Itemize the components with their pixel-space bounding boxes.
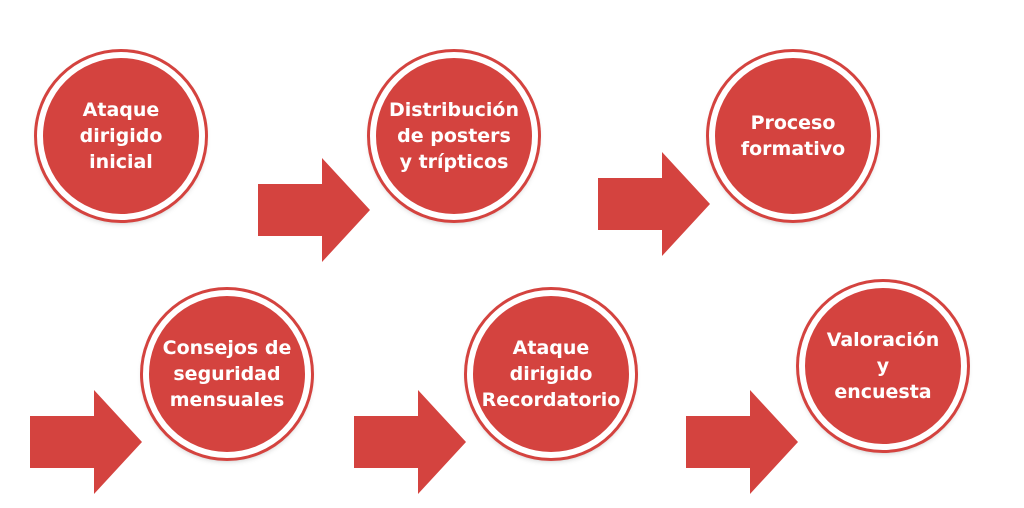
step-circle-6: Valoración y encuesta xyxy=(799,282,967,450)
step-label-4: Consejos de seguridad mensuales xyxy=(162,337,292,411)
step-circle-3: Proceso formativo xyxy=(709,52,877,220)
step-label-3: Proceso formativo xyxy=(740,112,846,160)
flow-arrow-icon-2 xyxy=(598,152,710,256)
step-circle-5: Ataque dirigido Recordatorio xyxy=(467,290,635,458)
step-label-6: Valoración y encuesta xyxy=(826,329,940,403)
step-label-1: Ataque dirigido inicial xyxy=(79,99,163,173)
step-label-5: Ataque dirigido Recordatorio xyxy=(481,337,621,411)
step-circle-4: Consejos de seguridad mensuales xyxy=(143,290,311,458)
flow-arrow-icon-4 xyxy=(354,390,466,494)
flow-arrow-icon-3 xyxy=(30,390,142,494)
flow-arrow-icon-1 xyxy=(258,158,370,262)
step-label-2: Distribución de posters y trípticos xyxy=(388,99,520,173)
flow-arrow-icon-5 xyxy=(686,390,798,494)
step-circle-2: Distribución de posters y trípticos xyxy=(370,52,538,220)
step-circle-1: Ataque dirigido inicial xyxy=(37,52,205,220)
